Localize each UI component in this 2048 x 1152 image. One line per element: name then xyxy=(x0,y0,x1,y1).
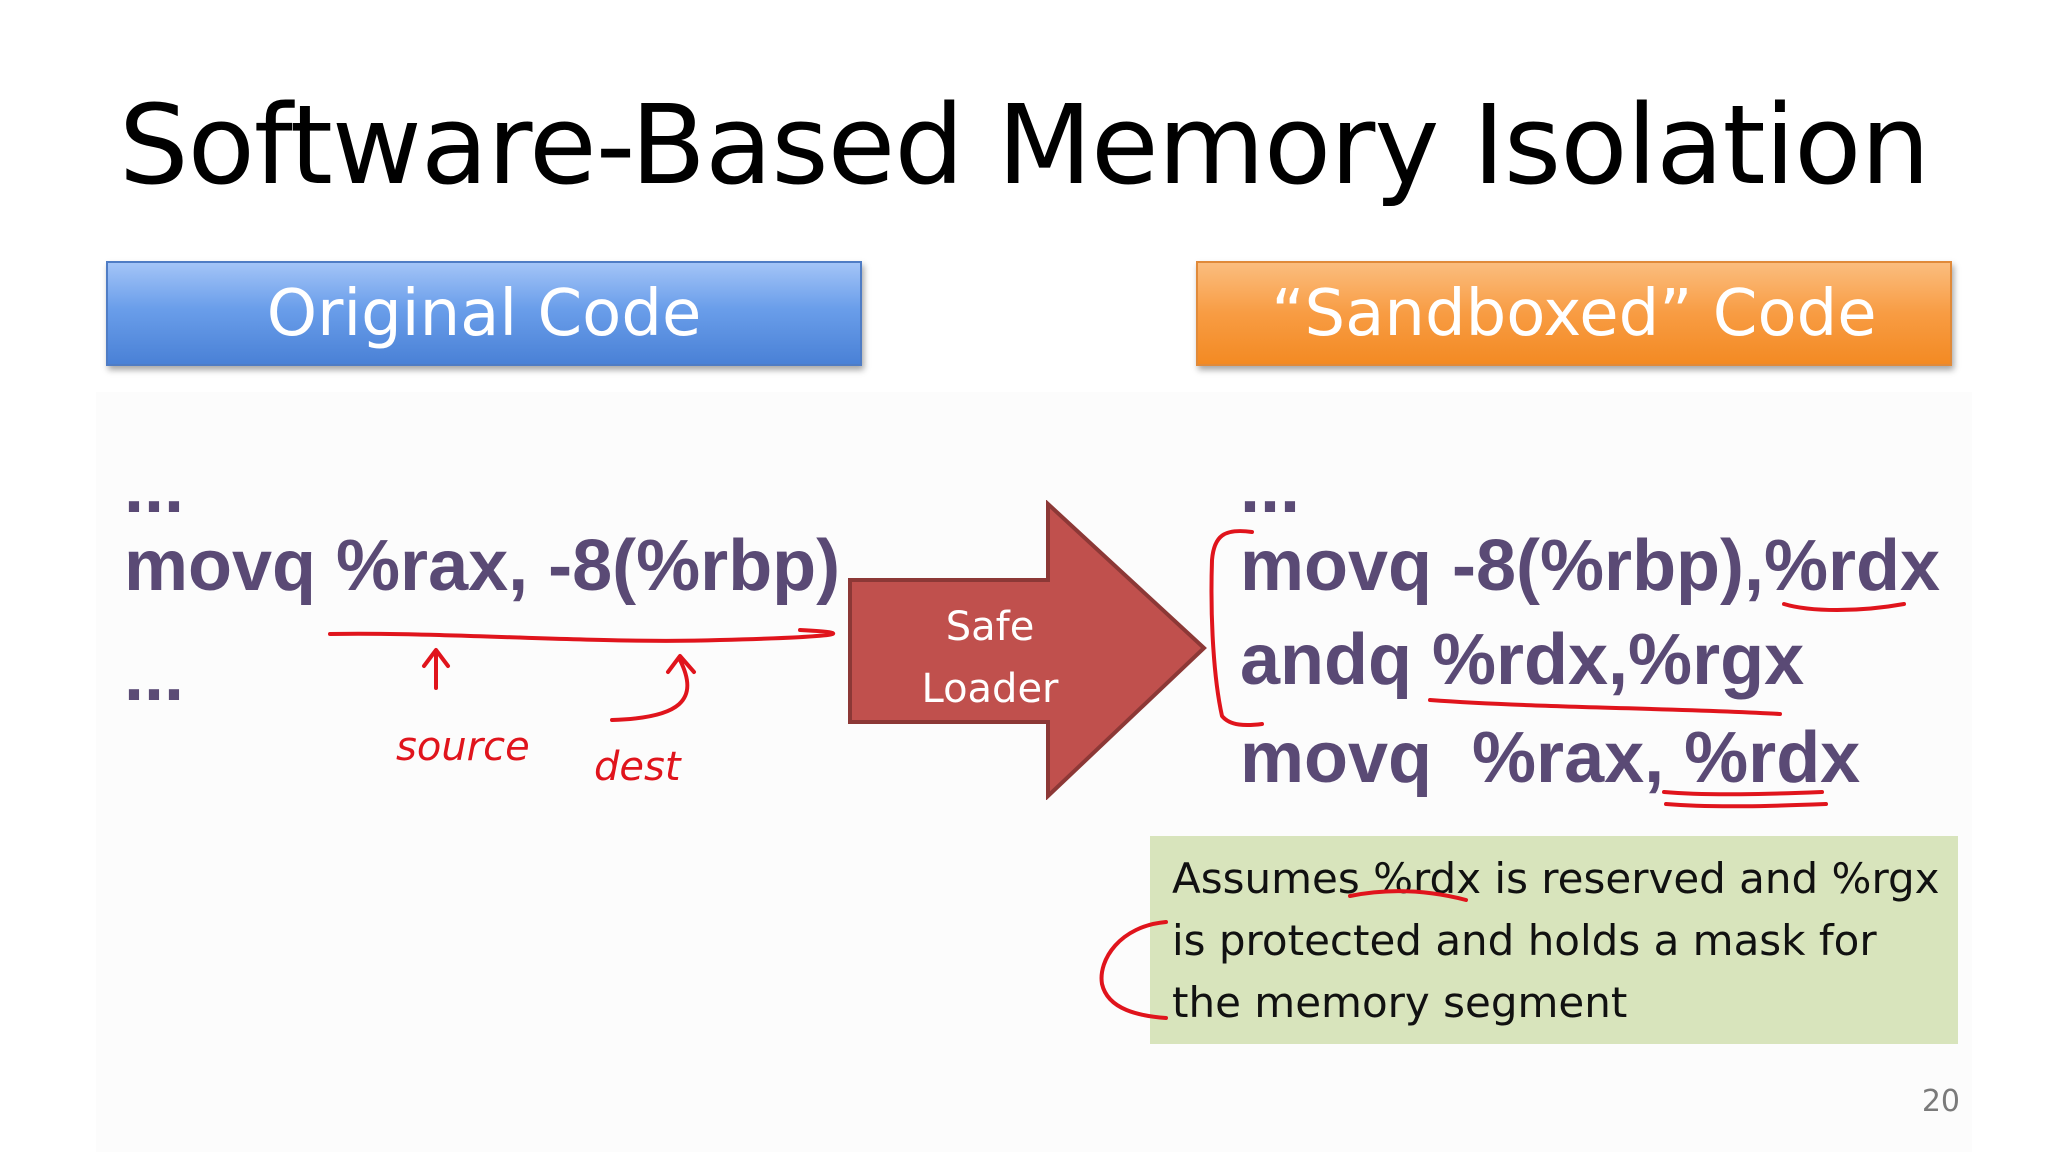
assumption-note-box xyxy=(1150,836,1958,1044)
sandboxed-code-line: movq -8(%rbp),%rdx xyxy=(1240,526,1941,606)
note-line: is protected and holds a mask for xyxy=(1172,916,1877,965)
original-code-header: Original Code xyxy=(106,261,862,366)
original-code-line: ... xyxy=(124,448,185,528)
note-line: the memory segment xyxy=(1172,978,1628,1027)
sandboxed-code-line: ... xyxy=(1240,448,1301,528)
original-code-line: movq %rax, -8(%rbp) xyxy=(124,526,841,606)
slide-title: Software-Based Memory Isolation xyxy=(118,81,1930,209)
note-line: Assumes %rdx is reserved and %rgx xyxy=(1172,854,1940,903)
sandboxed-code-line: andq %rdx,%rgx xyxy=(1240,620,1805,700)
original-code-line: ... xyxy=(124,636,185,716)
page-number: 20 xyxy=(1921,1084,1960,1119)
sandboxed-code-header: “Sandboxed” Code xyxy=(1196,261,1952,366)
sandboxed-code-line: movq %rax, %rdx xyxy=(1240,718,1861,798)
arrow-label-line: Loader xyxy=(921,666,1059,712)
safe-loader-label: Safe Loader xyxy=(880,596,1100,720)
safe-loader-arrow-icon xyxy=(848,500,1207,800)
assumption-note-text: Assumes %rdx is reserved and %rgx is pro… xyxy=(1172,848,1952,1034)
original-code-header-label: Original Code xyxy=(266,276,702,351)
arrow-label-line: Safe xyxy=(945,604,1035,650)
sandboxed-code-header-label: “Sandboxed” Code xyxy=(1271,276,1877,351)
